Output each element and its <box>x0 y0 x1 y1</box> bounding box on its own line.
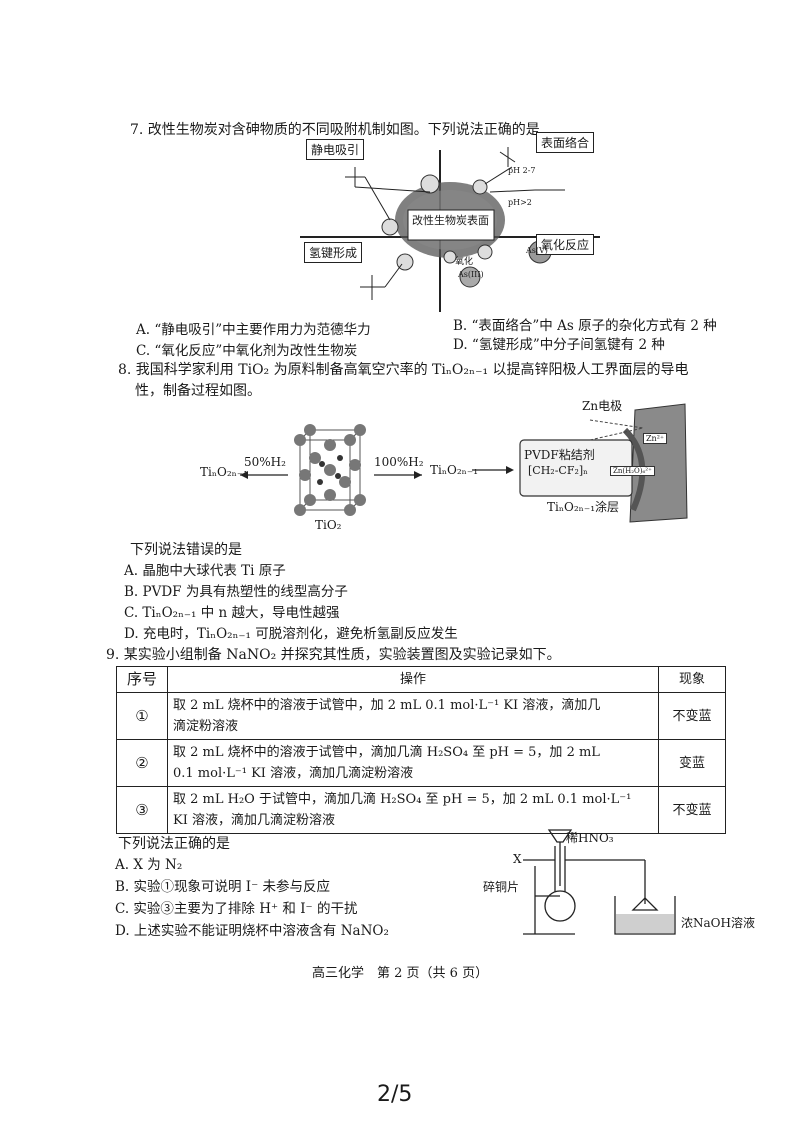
coating-label: TiₙO₂ₙ₋₁涂层 <box>547 500 620 514</box>
q8-option-b: B. PVDF 为具有热塑性的线型高分子 <box>124 584 348 600</box>
q9-prompt: 下列说法正确的是 <box>118 836 230 852</box>
process-arrow-icon <box>472 466 514 474</box>
pvdf-label: PVDF粘结剂 <box>524 448 595 462</box>
table-row: ① 取 2 mL 烧杯中的溶液于试管中，加 2 mL 0.1 mol·L⁻¹ K… <box>116 692 726 740</box>
ph-top-label: pH 2-7 <box>508 166 536 175</box>
page-footer: 高三化学 第 2 页（共 6 页） <box>312 966 489 981</box>
operation-line: KI 溶液，滴加几滴淀粉溶液 <box>173 813 335 828</box>
q7-option-a: A. “静电吸引”中主要作用力为范德华力 <box>136 322 371 338</box>
row-operation: 取 2 mL 烧杯中的溶液于试管中，加 2 mL 0.1 mol·L⁻¹ KI … <box>167 692 659 740</box>
operation-line: 滴淀粉溶液 <box>173 719 239 734</box>
q9-option-b: B. 实验①现象可说明 I⁻ 未参与反应 <box>115 879 331 895</box>
oxidation-small-label: 氧化 <box>455 257 474 267</box>
arrow-left-label: 50%H₂ <box>244 455 286 469</box>
table-header-index: 序号 <box>116 666 168 693</box>
label-surface-complexation: 表面络合 <box>536 132 595 153</box>
row-operation: 取 2 mL H₂O 于试管中，滴加几滴 H₂SO₄ 至 pH = 5，加 2 … <box>167 786 659 834</box>
q8-option-c: C. TiₙO₂ₙ₋₁ 中 n 越大，导电性越强 <box>124 605 340 621</box>
as-v-label: As(V) <box>526 246 548 255</box>
row-operation: 取 2 mL 烧杯中的溶液于试管中，滴加几滴 H₂SO₄ 至 pH = 5，加 … <box>167 739 659 787</box>
q9-option-a: A. X 为 N₂ <box>115 857 183 873</box>
q7-adsorption-diagram <box>300 147 600 312</box>
center-label: 改性生物炭表面 <box>412 214 489 227</box>
zn-complex-label: Zn(H₂O)₆²⁺ <box>610 466 655 476</box>
label-oxidation: 氧化反应 <box>536 234 595 255</box>
q8-option-a: A. 晶胞中大球代表 Ti 原子 <box>124 563 286 579</box>
zn-ion-label: Zn²⁺ <box>643 433 668 444</box>
row-index: ① <box>116 692 168 740</box>
arrow-right-label: 100%H₂ <box>374 455 424 469</box>
copper-label: 碎铜片 <box>483 880 520 894</box>
zn-electrode-label: Zn电极 <box>582 399 623 413</box>
pvdf-formula: [CH₂-CF₂]ₙ <box>528 464 588 477</box>
operation-line: 取 2 mL H₂O 于试管中，滴加几滴 H₂SO₄ 至 pH = 5，加 2 … <box>173 792 632 807</box>
row-result: 不变蓝 <box>658 692 726 740</box>
table-row: ③ 取 2 mL H₂O 于试管中，滴加几滴 H₂SO₄ 至 pH = 5，加 … <box>116 786 726 834</box>
page-number: 2/5 <box>377 1082 413 1107</box>
tio2-crystal-cell <box>294 424 366 516</box>
q7-option-c: C. “氧化反应”中氧化剂为改性生物炭 <box>136 343 358 359</box>
acid-label: 稀HNO₃ <box>566 831 614 845</box>
q9-stem: 9. 某实验小组制备 NaNO₂ 并探究其性质，实验装置图及实验记录如下。 <box>106 647 561 663</box>
row-result: 不变蓝 <box>658 786 726 834</box>
q7-option-b: B. “表面络合”中 As 原子的杂化方式有 2 种 <box>453 318 717 334</box>
table-header-result: 现象 <box>658 666 726 693</box>
q8-stem-line2: 性，制备过程如图。 <box>135 383 261 399</box>
left-product-label: TiₙO₂ₙ₋₁ <box>200 465 249 479</box>
apparatus-diagram <box>523 829 676 935</box>
q8-stem-line1: 8. 我国科学家利用 TiO₂ 为原料制备高氧空穴率的 TiₙO₂ₙ₋₁ 以提高… <box>118 362 689 378</box>
q9-option-d: D. 上述实验不能证明烧杯中溶液含有 NaNO₂ <box>115 923 389 939</box>
row-index: ③ <box>116 786 168 834</box>
operation-line: 取 2 mL 烧杯中的溶液于试管中，滴加几滴 H₂SO₄ 至 pH = 5，加 … <box>173 745 600 760</box>
x-inlet-label: X <box>513 852 522 866</box>
crystal-label: TiO₂ <box>315 518 342 532</box>
q8-option-d: D. 充电时，TiₙO₂ₙ₋₁ 可脱溶剂化，避免析氢副反应发生 <box>124 626 458 642</box>
label-hydrogen-bond: 氢键形成 <box>304 242 363 263</box>
q8-prompt: 下列说法错误的是 <box>130 542 242 558</box>
q7-stem: 7. 改性生物炭对含砷物质的不同吸附机制如图。下列说法正确的是 <box>130 122 540 138</box>
q7-option-d: D. “氢键形成”中分子间氢键有 2 种 <box>453 337 665 353</box>
right-arrow-icon <box>374 471 422 479</box>
q9-option-c: C. 实验③主要为了排除 H⁺ 和 I⁻ 的干扰 <box>115 901 358 917</box>
right-product-label: TiₙO₂ₙ₋₁ <box>430 463 479 477</box>
operation-line: 取 2 mL 烧杯中的溶液于试管中，加 2 mL 0.1 mol·L⁻¹ KI … <box>173 698 601 713</box>
table-row: ② 取 2 mL 烧杯中的溶液于试管中，滴加几滴 H₂SO₄ 至 pH = 5，… <box>116 739 726 787</box>
ph-mid-label: pH>2 <box>508 198 532 207</box>
row-result: 变蓝 <box>658 739 726 787</box>
table-header-operation: 操作 <box>167 666 659 693</box>
operation-line: 0.1 mol·L⁻¹ KI 溶液，滴加几滴淀粉溶液 <box>173 766 414 781</box>
left-arrow-icon <box>240 471 288 479</box>
experiment-record-table: 序号 操作 现象 ① 取 2 mL 烧杯中的溶液于试管中，加 2 mL 0.1 … <box>116 666 726 834</box>
label-electrostatic-attraction: 静电吸引 <box>306 139 365 160</box>
naoh-label: 浓NaOH溶液 <box>681 916 755 930</box>
as-iii-label: As(III) <box>458 270 484 279</box>
row-index: ② <box>116 739 168 787</box>
